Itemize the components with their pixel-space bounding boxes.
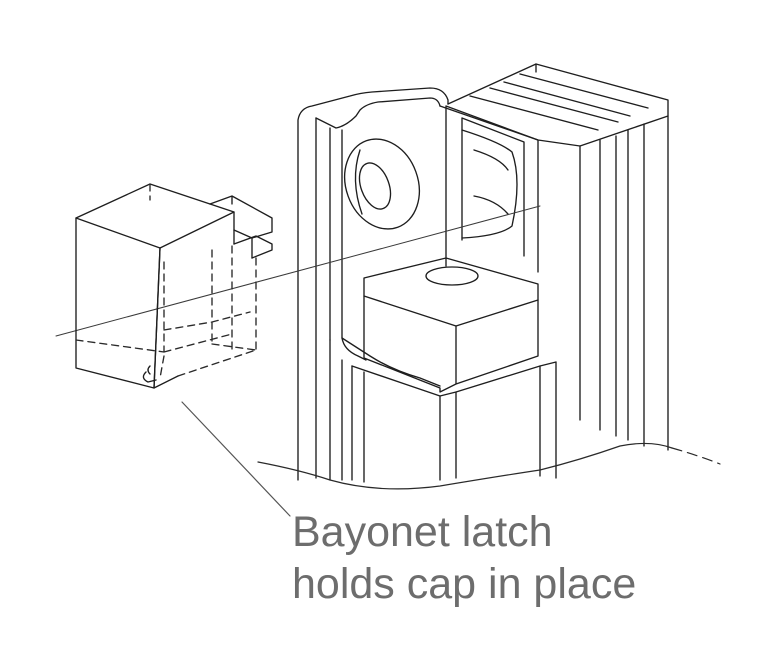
- left-rail-channel: [329, 127, 367, 361]
- leader-line: [181, 401, 291, 517]
- extrusion-profile: [297, 63, 669, 483]
- center-block: [363, 257, 539, 327]
- square-tube: [445, 105, 539, 273]
- left-rail-lower: [329, 339, 365, 483]
- caption-line-1: Bayonet latch: [292, 508, 553, 556]
- cap-top-face: [75, 183, 235, 249]
- mounting-hole: [344, 138, 420, 230]
- cap-front-face: [153, 211, 235, 389]
- right-faces: [579, 115, 669, 451]
- callout-caption: Bayonet latch holds cap in place: [292, 506, 752, 610]
- mounting-hole-inner: [358, 162, 392, 210]
- break-line-dashed: [671, 447, 721, 465]
- break-line: [257, 442, 673, 490]
- block-hole: [425, 266, 479, 286]
- latch-tab-lower: [233, 235, 273, 259]
- caption-line-2: holds cap in place: [292, 560, 637, 608]
- left-rail-outer: [297, 87, 449, 481]
- latch-hook: [142, 365, 157, 383]
- end-cap: [75, 183, 273, 389]
- assembly-axis: [55, 205, 541, 337]
- latch-tab-upper: [209, 195, 273, 239]
- cap-hidden-lines: [75, 245, 257, 377]
- left-rail-inner-edge: [315, 97, 441, 129]
